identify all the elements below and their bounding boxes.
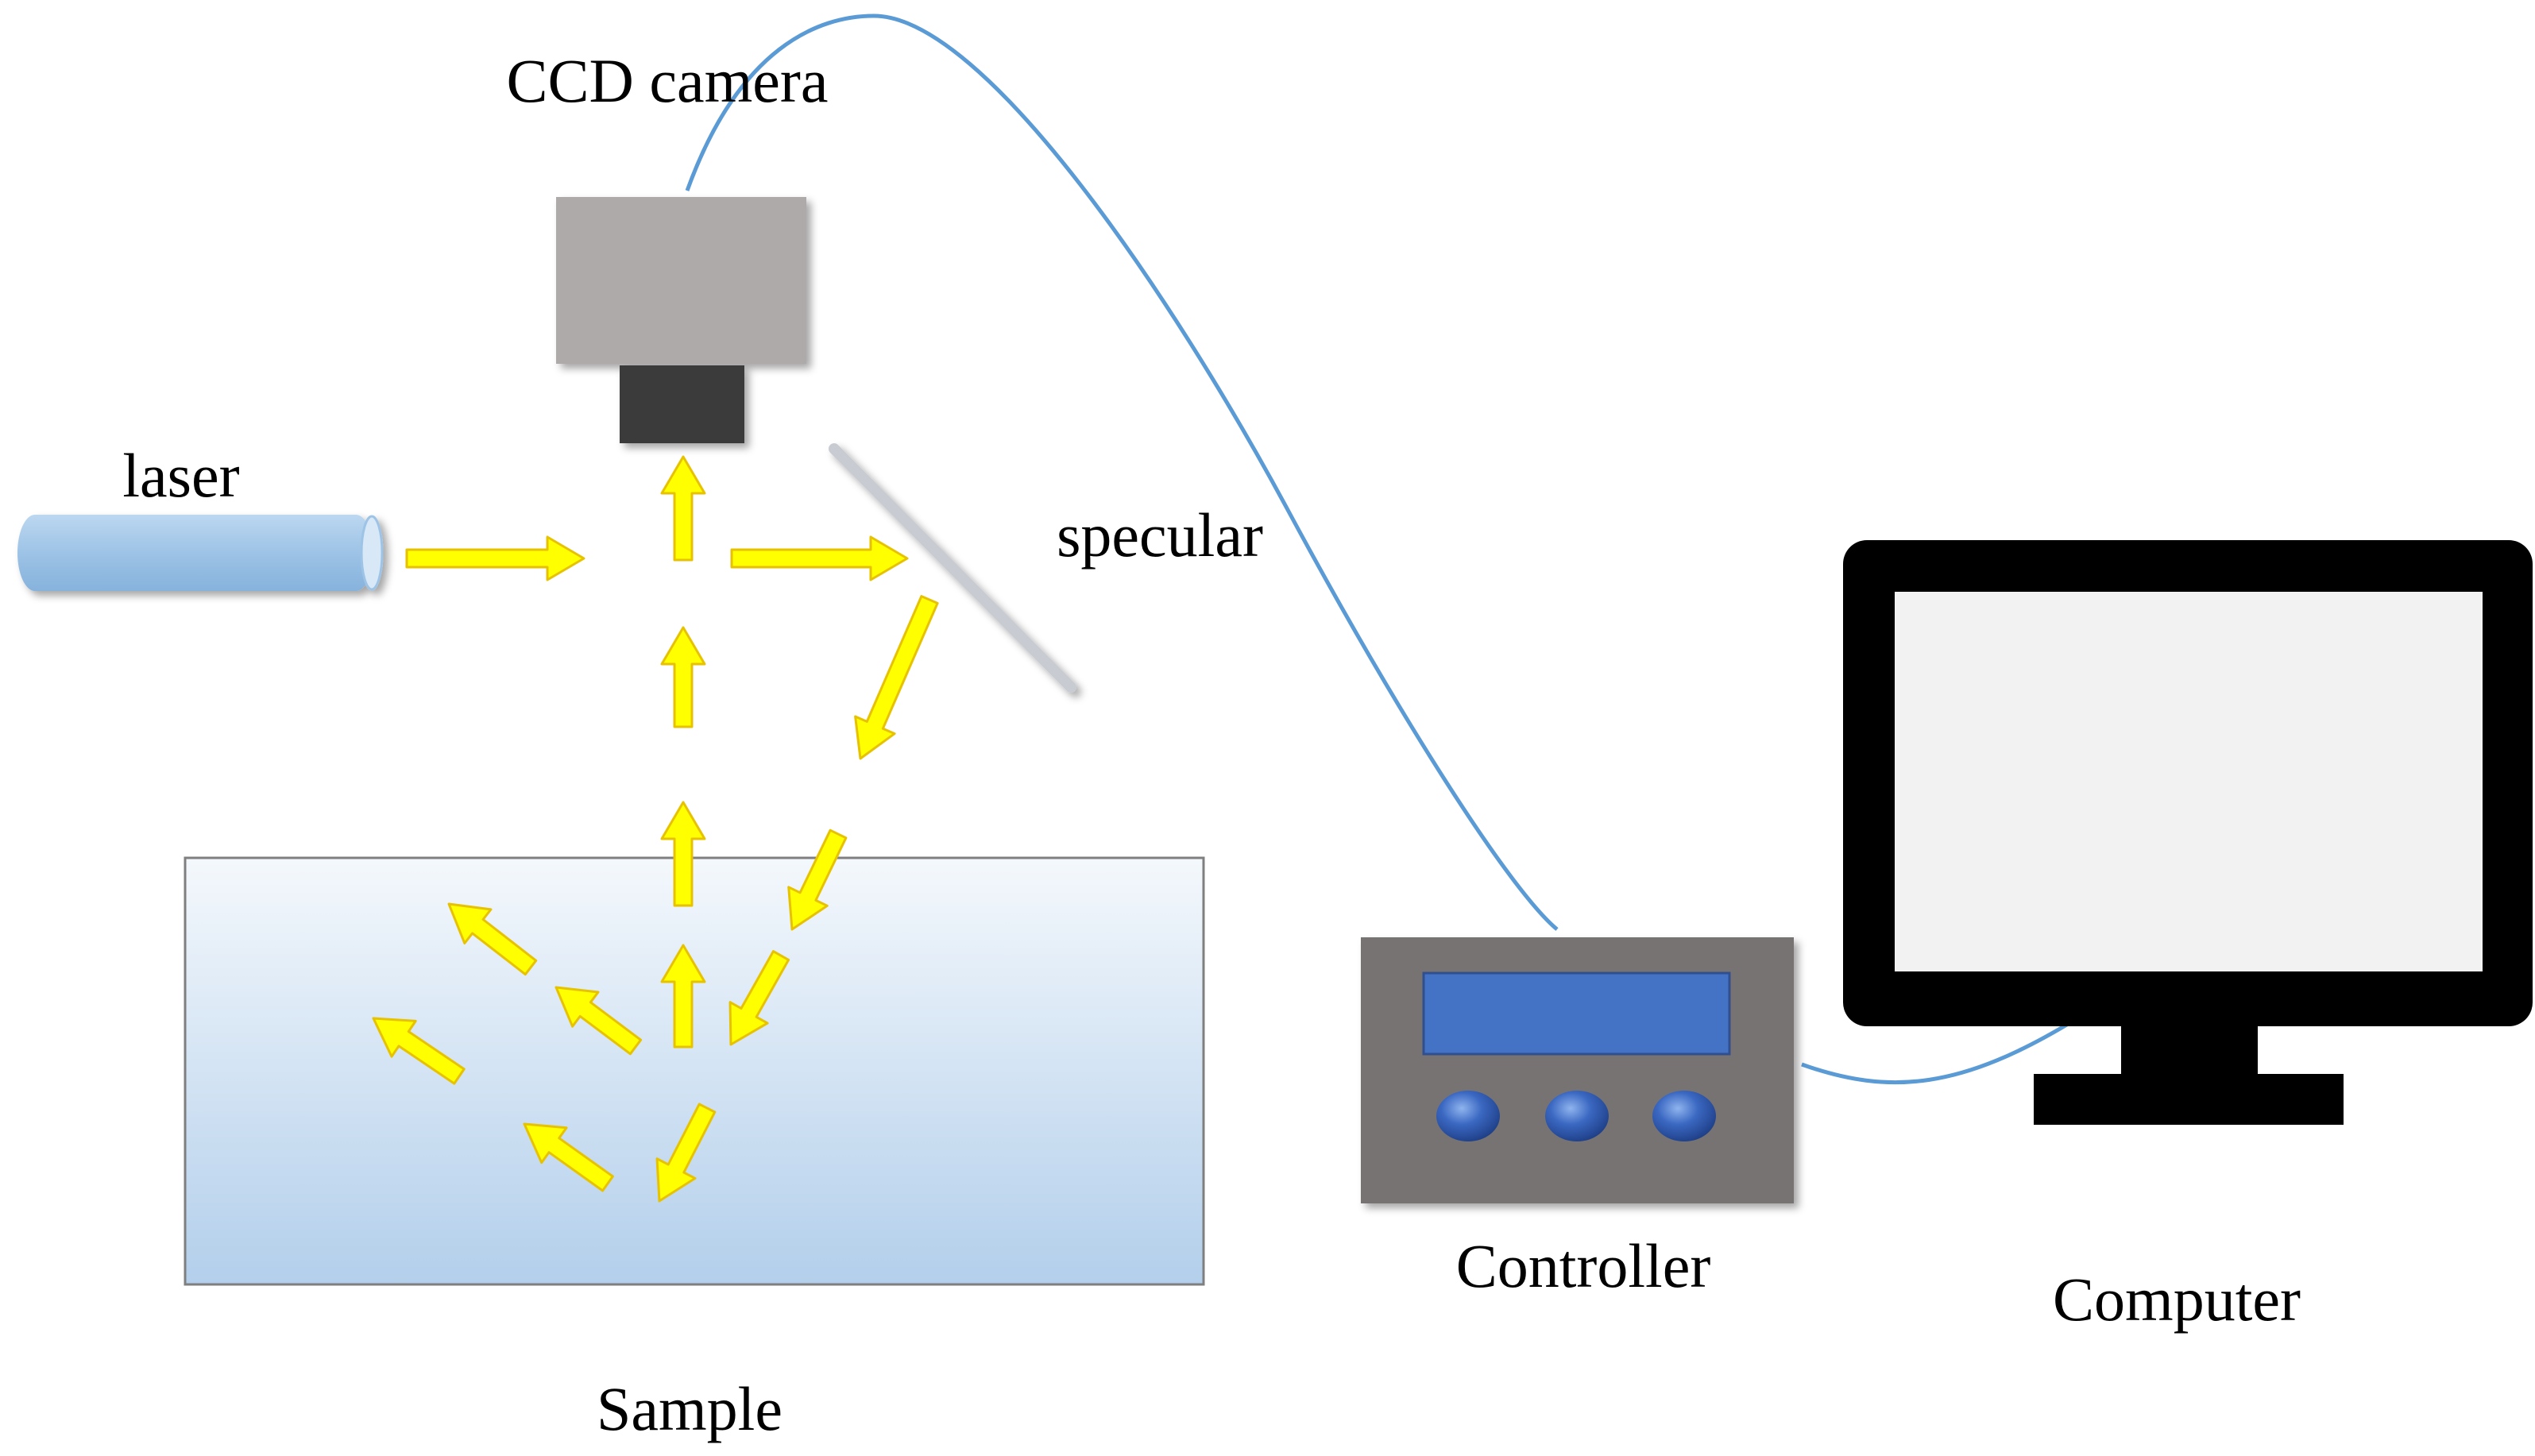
computer-label: Computer: [2053, 1265, 2301, 1334]
light-arrow-12: [447, 902, 538, 976]
sample-container: [184, 856, 1205, 1286]
controller-display: [1422, 971, 1731, 1056]
light-arrow-6: [660, 944, 706, 1049]
light-arrow-2: [730, 535, 909, 581]
mirror-icon: [829, 443, 1076, 693]
computer-cable: [1801, 1018, 2075, 1085]
computer-monitor-icon: [1843, 540, 2533, 1125]
light-arrow-14: [523, 1122, 614, 1192]
camera-lens: [620, 365, 744, 443]
camera-body: [556, 197, 806, 364]
light-arrow-5: [660, 801, 706, 907]
light-arrow-3: [660, 455, 706, 562]
mirror-label: specular: [1057, 500, 1263, 570]
monitor-base: [2034, 1074, 2344, 1125]
light-arrow-1: [405, 535, 585, 581]
light-arrow-11: [555, 986, 643, 1056]
sample-label: Sample: [597, 1374, 783, 1443]
camera-cable: [685, 14, 1559, 931]
controller-knob-3: [1652, 1091, 1716, 1141]
light-arrow-10: [655, 1103, 717, 1203]
light-arrow-9: [728, 950, 790, 1046]
controller-knob-1: [1436, 1091, 1500, 1141]
laser-label: laser: [122, 441, 239, 510]
monitor-neck: [2121, 1023, 2258, 1076]
controller-knob-2: [1545, 1091, 1609, 1141]
light-arrow-7: [854, 595, 939, 760]
controller-box-icon: [1361, 937, 1794, 1203]
light-path-arrows: [372, 455, 939, 1203]
light-arrow-4: [660, 626, 706, 728]
controller-label: Controller: [1456, 1231, 1711, 1300]
ccd-camera-label: CCD camera: [506, 46, 828, 115]
ccd-camera-icon: [556, 197, 806, 443]
monitor-screen: [1895, 592, 2483, 971]
laser-tube-icon: [17, 515, 384, 591]
light-arrow-13: [372, 1017, 466, 1085]
light-arrow-8: [787, 828, 848, 931]
